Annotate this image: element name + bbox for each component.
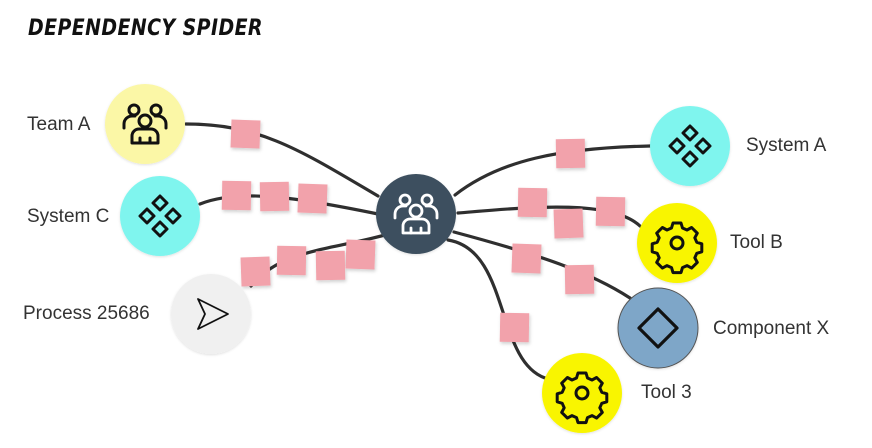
sticky-note[interactable] bbox=[564, 264, 595, 295]
sticky-note[interactable] bbox=[221, 180, 252, 211]
sticky-note[interactable] bbox=[555, 138, 586, 169]
edge-component-x bbox=[452, 230, 632, 300]
sticky-note[interactable] bbox=[553, 208, 584, 239]
sticky-notes bbox=[221, 119, 626, 343]
sticky-note[interactable] bbox=[595, 196, 626, 227]
label-tool-b: Tool B bbox=[730, 232, 783, 253]
edge-tool-b bbox=[456, 205, 642, 228]
edge-team-a bbox=[184, 122, 380, 198]
node-team-a[interactable] bbox=[105, 84, 185, 164]
sticky-note[interactable] bbox=[345, 239, 376, 270]
node-tool-b[interactable] bbox=[637, 203, 717, 283]
label-team-a: Team A bbox=[27, 114, 91, 135]
node-process[interactable] bbox=[171, 274, 251, 354]
label-process: Process 25686 bbox=[23, 303, 150, 324]
sticky-note[interactable] bbox=[259, 181, 290, 212]
sticky-note[interactable] bbox=[315, 250, 346, 281]
center-node[interactable] bbox=[376, 174, 456, 254]
node-system-c[interactable] bbox=[120, 176, 200, 256]
sticky-note[interactable] bbox=[511, 243, 542, 274]
node-component-x[interactable] bbox=[617, 287, 699, 369]
page-title: DEPENDENCY SPIDER bbox=[28, 16, 263, 41]
node-tool-3[interactable] bbox=[542, 353, 622, 433]
label-system-c: System C bbox=[27, 206, 110, 227]
label-tool-3: Tool 3 bbox=[641, 382, 692, 403]
sticky-note[interactable] bbox=[297, 183, 328, 214]
label-component-x: Component X bbox=[713, 318, 830, 339]
edge-tool-3 bbox=[446, 238, 547, 380]
node-system-a[interactable] bbox=[650, 106, 730, 186]
sticky-note[interactable] bbox=[240, 256, 271, 287]
sticky-note[interactable] bbox=[517, 187, 548, 218]
edge-system-a bbox=[453, 144, 652, 197]
sticky-note[interactable] bbox=[230, 119, 261, 149]
label-system-a: System A bbox=[746, 135, 827, 156]
sticky-note[interactable] bbox=[276, 245, 307, 276]
sticky-note[interactable] bbox=[499, 312, 530, 343]
